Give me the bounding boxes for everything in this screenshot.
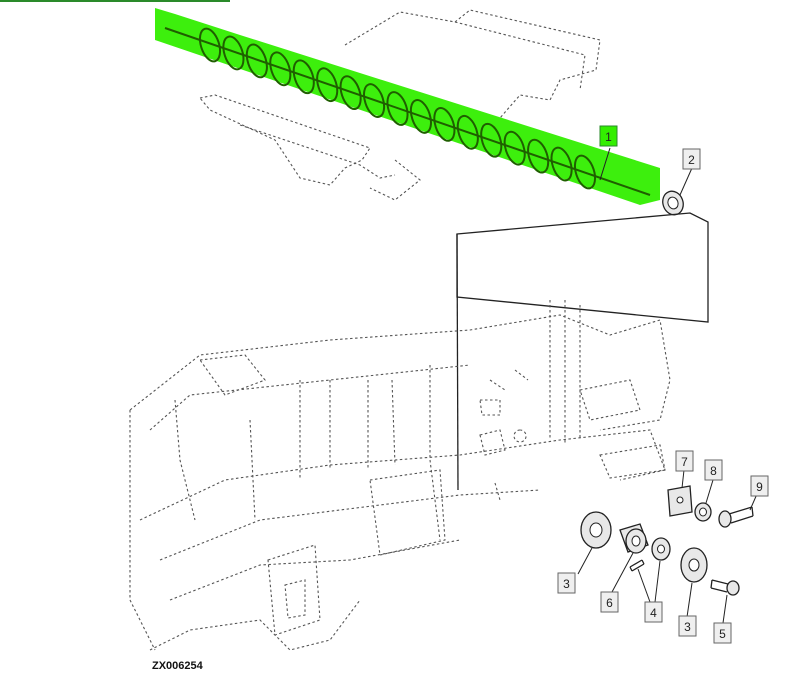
callout-2: 2 <box>682 148 701 170</box>
auger-flight <box>386 91 409 126</box>
auger-assembly[interactable] <box>155 8 660 205</box>
callout-1: 1 <box>599 125 618 147</box>
callout-label: 1 <box>605 130 612 144</box>
lower-frame <box>129 300 671 651</box>
auger-flight <box>503 130 526 166</box>
bearing-ring[interactable] <box>659 188 686 217</box>
auger-flight <box>316 67 339 103</box>
callout-4: 4 <box>644 601 663 623</box>
plate-7[interactable] <box>667 485 693 517</box>
flange-3-right[interactable] <box>680 547 708 583</box>
auger-flight <box>198 27 222 63</box>
callout-3-left: 3 <box>557 572 576 594</box>
leader-lines <box>577 147 758 624</box>
callout-label: 7 <box>681 455 688 469</box>
callout-label: 2 <box>688 153 695 167</box>
callout-label: 6 <box>606 596 613 610</box>
bolt-9[interactable] <box>718 506 754 528</box>
nut-8[interactable] <box>694 502 712 522</box>
auger-flight <box>409 99 432 134</box>
auger-flight <box>269 51 292 87</box>
figure-id: ZX006254 <box>152 660 204 672</box>
callout-label: 3 <box>684 620 691 634</box>
spacer-4[interactable] <box>651 537 671 561</box>
bolt-5[interactable] <box>710 579 740 596</box>
bushing-6[interactable] <box>619 523 649 554</box>
set-screw-4[interactable] <box>629 559 645 572</box>
auger-flight <box>222 35 245 71</box>
callout-label: 5 <box>719 627 726 641</box>
auger-flight <box>573 154 597 190</box>
callout-9: 9 <box>750 475 769 497</box>
callout-8: 8 <box>704 459 723 481</box>
callout-7: 7 <box>675 450 694 472</box>
auger-flight <box>550 146 573 182</box>
auger-flight <box>480 122 503 158</box>
auger-flight <box>339 75 362 111</box>
callout-5: 5 <box>713 622 732 644</box>
auger-flight <box>245 43 268 79</box>
upper-housing <box>198 9 601 201</box>
callout-label: 9 <box>756 480 763 494</box>
callout-6: 6 <box>600 591 619 613</box>
auger-flight <box>456 114 479 150</box>
flange-3-left[interactable] <box>580 511 612 549</box>
callout-label: 4 <box>650 606 657 620</box>
callout-label: 3 <box>563 577 570 591</box>
callout-label: 8 <box>710 464 717 478</box>
auger-flight <box>433 106 456 142</box>
auger-flight <box>363 83 386 118</box>
side-panel <box>456 212 709 491</box>
callout-3-right: 3 <box>678 615 697 637</box>
auger-flights <box>198 27 597 190</box>
auger-flight <box>292 59 315 95</box>
auger-flight <box>527 138 550 174</box>
